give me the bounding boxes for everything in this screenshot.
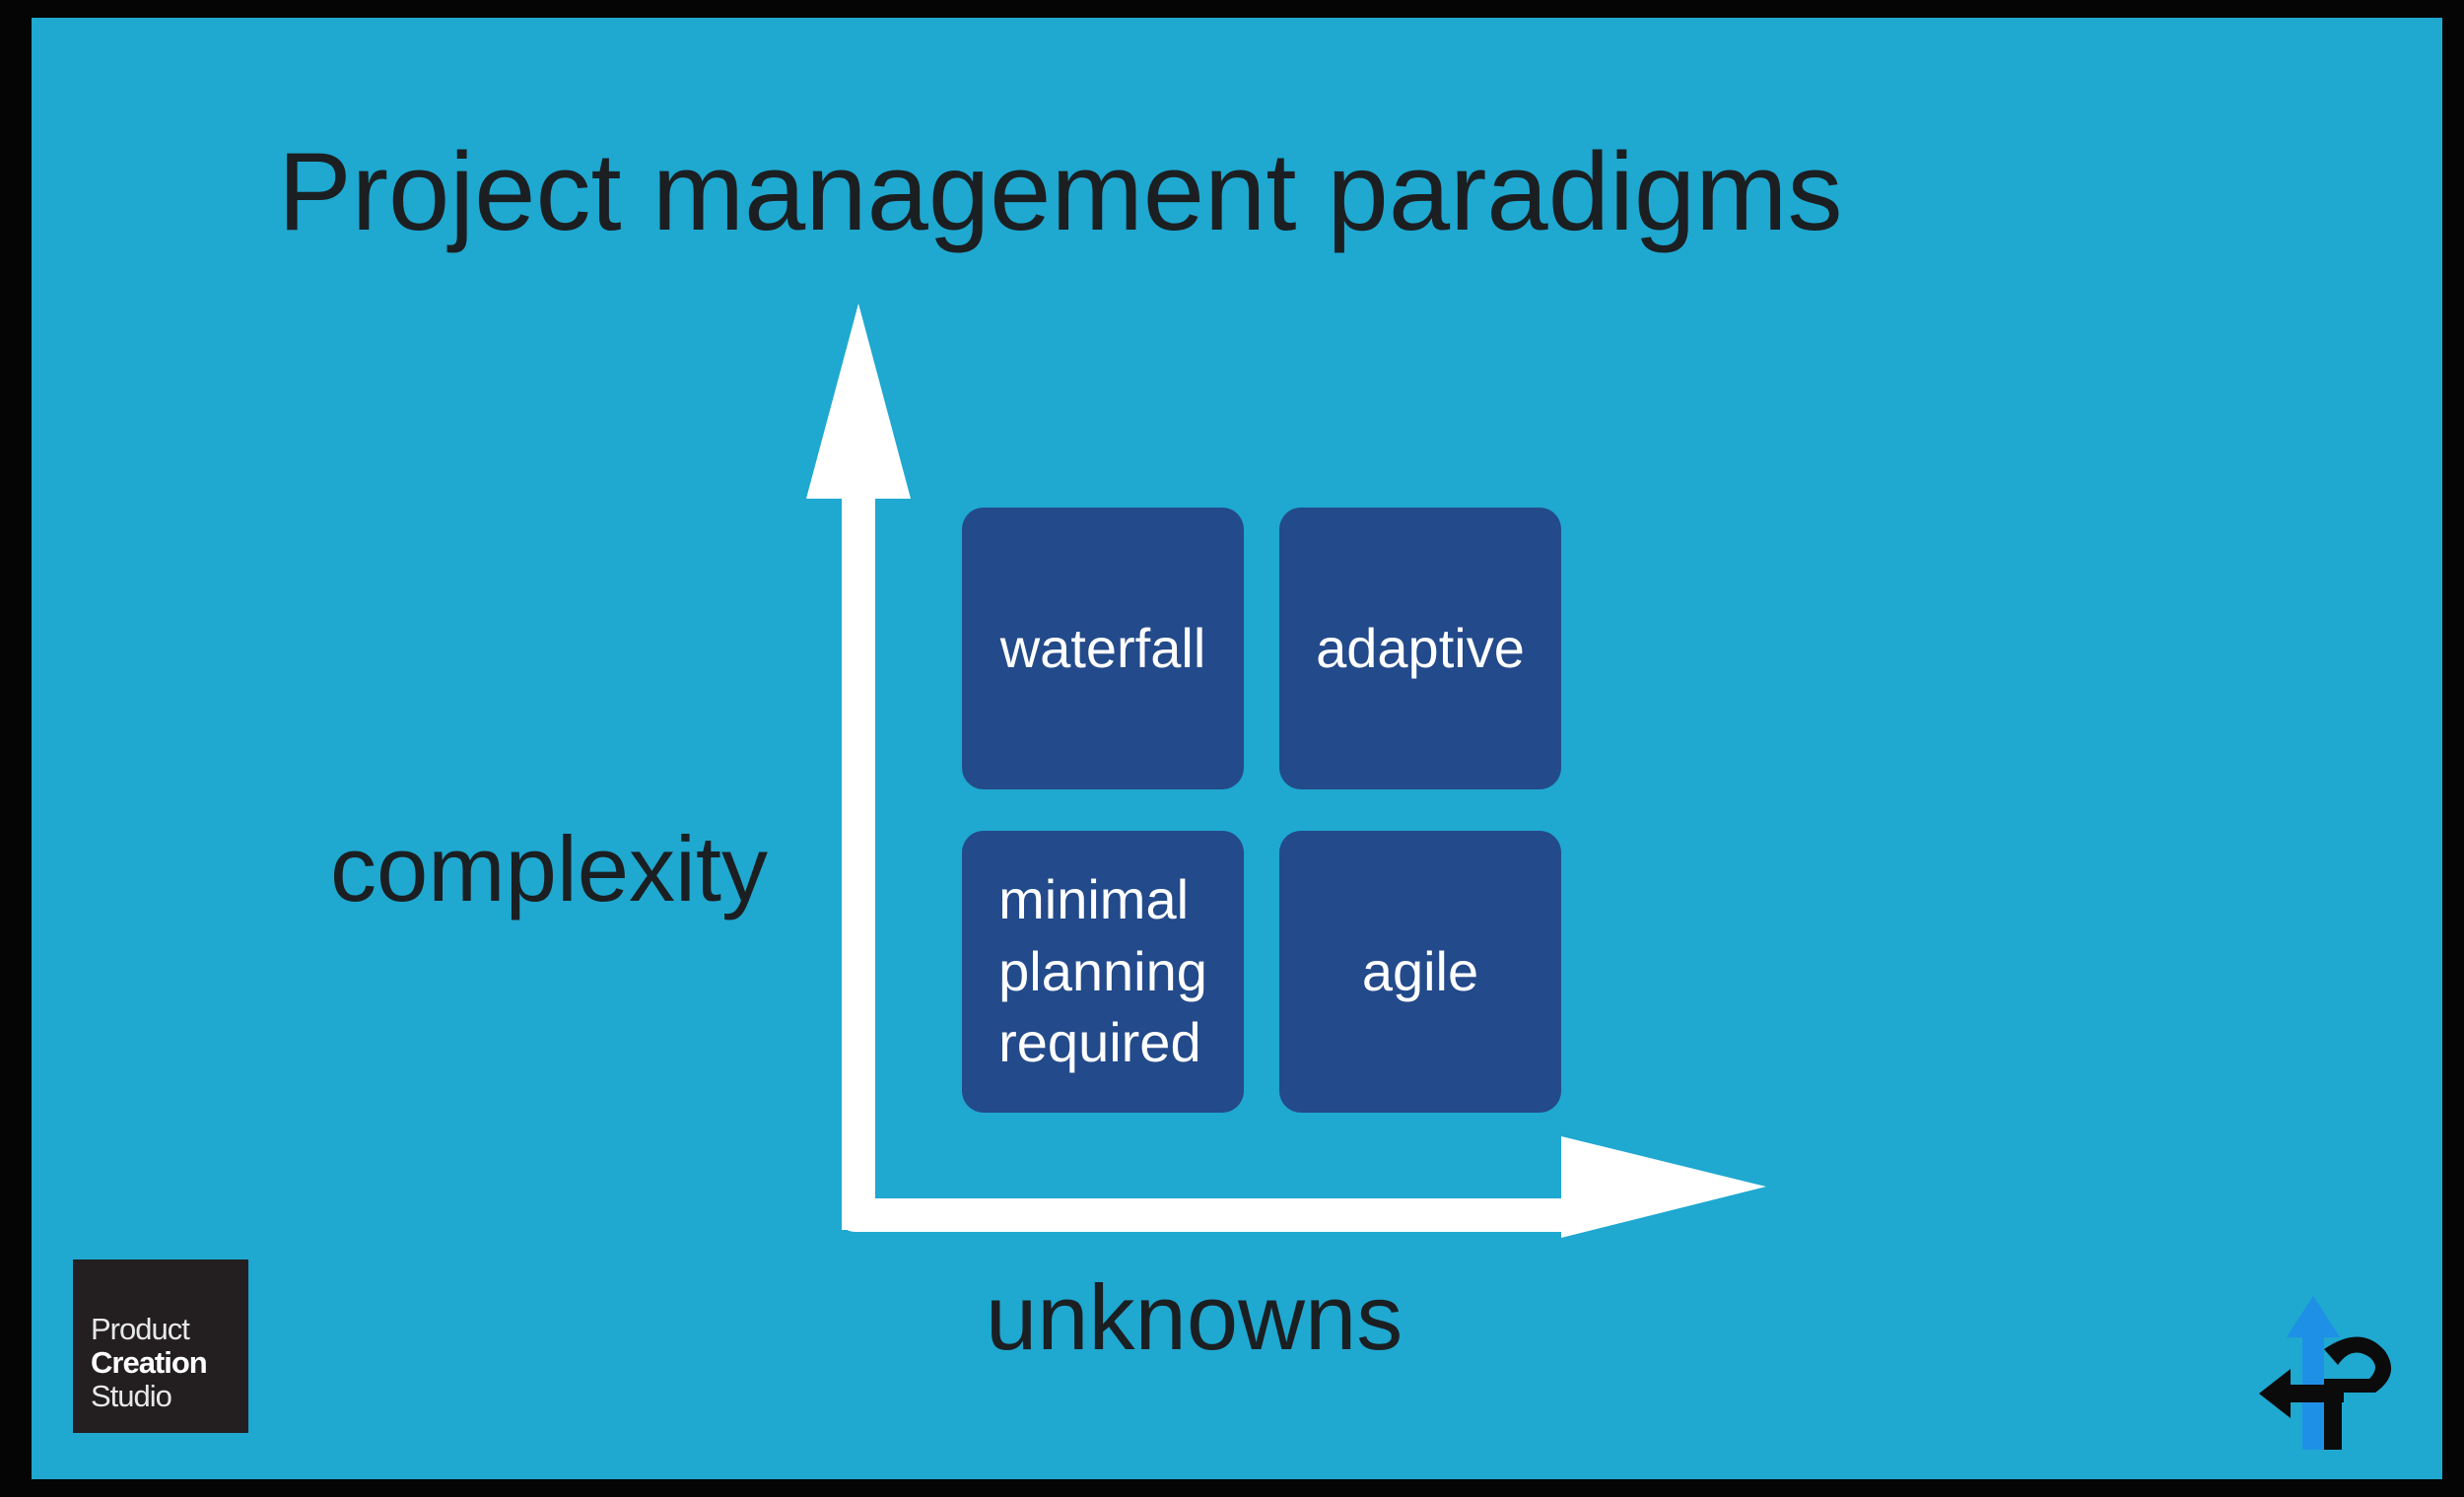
logo-line-2: Creation — [91, 1345, 208, 1380]
axes-diagram — [806, 304, 1766, 1238]
black-arrow-head — [2259, 1369, 2291, 1418]
x-axis-arrowhead — [1561, 1136, 1766, 1238]
arrow-return-logo-icon — [2259, 1296, 2392, 1450]
y-axis-label: complexity — [330, 817, 769, 920]
product-creation-studio-logo: Product Creation Studio — [73, 1259, 248, 1433]
quadrant-minimal-planning: minimal planning required — [962, 831, 1244, 1113]
quadrant-agile: agile — [1279, 831, 1561, 1113]
quadrant-label: adaptive — [1316, 616, 1525, 679]
x-axis-label: unknowns — [986, 1265, 1403, 1369]
quadrant-waterfall: waterfall — [962, 508, 1244, 789]
logo-line-3: Studio — [91, 1379, 172, 1413]
black-arrow-shaft — [2281, 1385, 2344, 1402]
y-axis-shaft — [842, 491, 875, 1230]
quadrant-label: agile — [1361, 939, 1479, 1002]
slide-title: Project management paradigms — [278, 130, 1843, 253]
logo-line-1: Product — [91, 1312, 190, 1346]
slide: Project management paradigms complexity … — [32, 18, 2442, 1479]
black-hook — [2324, 1336, 2392, 1450]
blue-arrow-head — [2287, 1296, 2340, 1337]
quadrant-adaptive: adaptive — [1279, 508, 1561, 789]
y-axis-arrowhead — [806, 304, 911, 499]
quadrant-label: minimal planning required — [998, 867, 1207, 1074]
x-axis-shaft — [856, 1198, 1585, 1232]
quadrant-label: waterfall — [999, 616, 1206, 679]
